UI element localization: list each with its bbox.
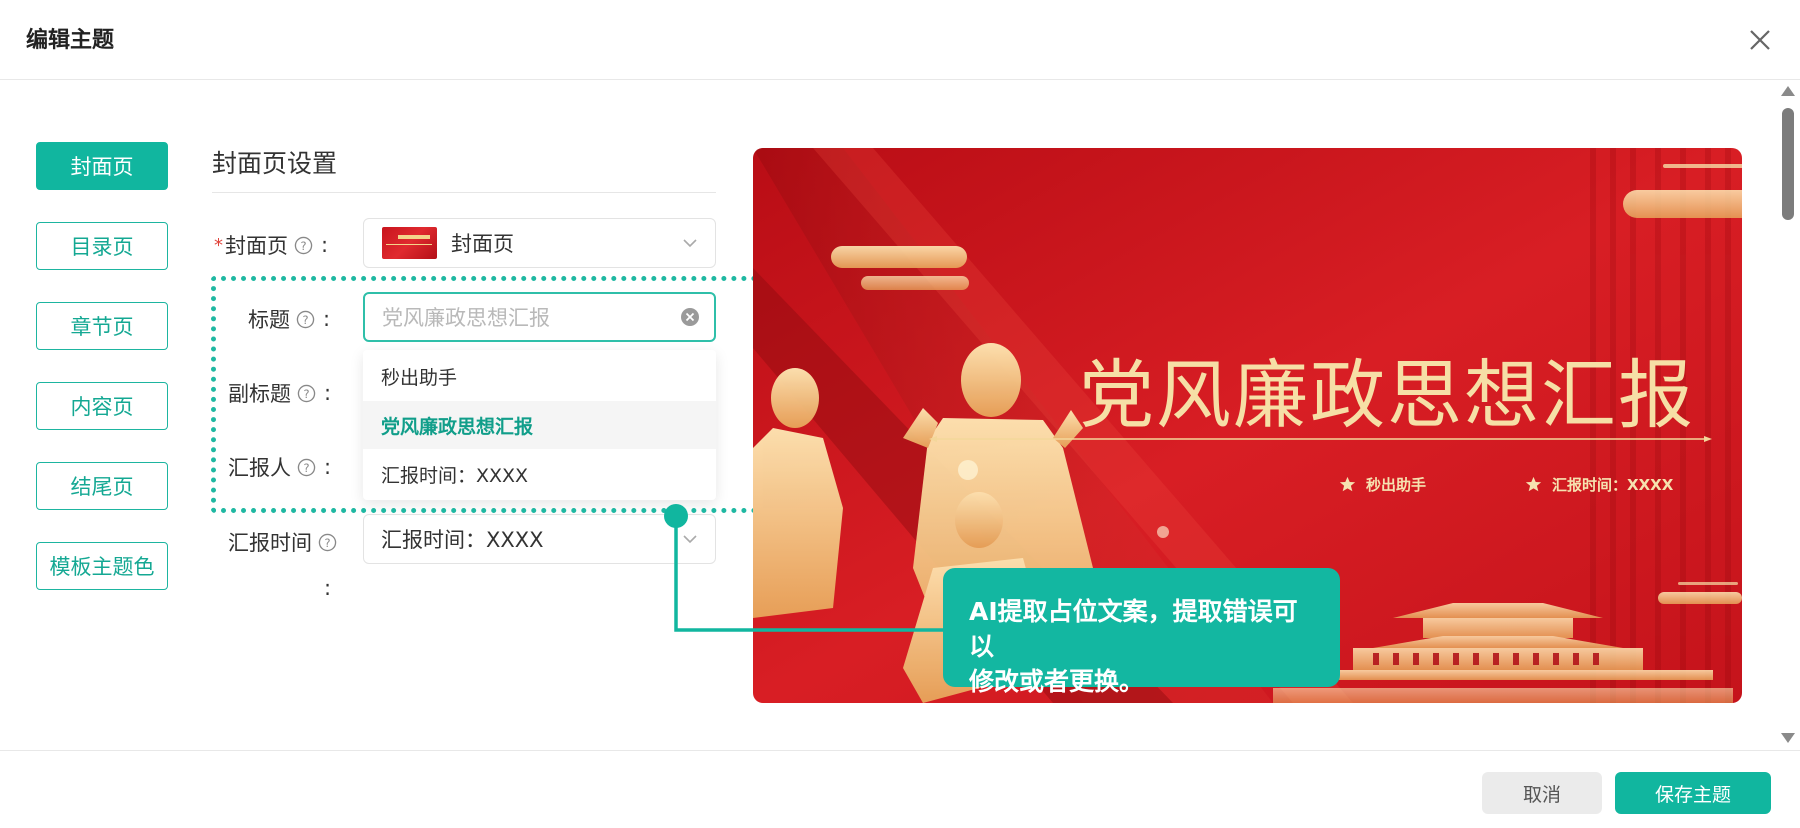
slide-presenter-text: 秒出助手 xyxy=(1366,476,1427,494)
subtitle-field-label: 副标题 ? : xyxy=(228,378,331,408)
title-dropdown: 秒出助手 党风廉政思想汇报 汇报时间：XXXX xyxy=(363,350,716,500)
time-field-label: 汇报时间 ? xyxy=(228,527,343,557)
section-title: 封面页设置 xyxy=(212,149,338,178)
reporter-field-label: 汇报人 ? : xyxy=(228,452,331,482)
svg-text:?: ? xyxy=(303,386,309,400)
svg-text:?: ? xyxy=(302,312,308,326)
save-theme-button[interactable]: 保存主题 xyxy=(1615,772,1771,814)
slide-time: 汇报时间：XXXX xyxy=(1525,474,1673,495)
star-icon xyxy=(1339,476,1356,492)
help-icon[interactable]: ? xyxy=(296,310,315,329)
colon: : xyxy=(324,381,332,405)
svg-text:?: ? xyxy=(300,238,306,252)
callout-text-line2: 修改或者更换。 xyxy=(969,667,1145,696)
svg-text:?: ? xyxy=(303,460,309,474)
time-field-colon: : xyxy=(324,576,331,600)
dropdown-option[interactable]: 秒出助手 xyxy=(381,366,458,389)
nav-toc-page[interactable]: 目录页 xyxy=(36,222,168,270)
cover-field-label: * 封面页 ? : xyxy=(214,230,328,260)
scroll-up-arrow-icon[interactable] xyxy=(1781,86,1795,96)
cover-select-value: 封面页 xyxy=(451,232,514,256)
scroll-down-arrow-icon[interactable] xyxy=(1781,733,1795,743)
nav-chapter-page[interactable]: 章节页 xyxy=(36,302,168,350)
star-icon xyxy=(1525,476,1542,492)
nav-theme-color[interactable]: 模板主题色 xyxy=(36,542,168,590)
clear-icon[interactable] xyxy=(680,307,700,327)
slide-presenter: 秒出助手 xyxy=(1339,474,1426,495)
title-field-label: 标题 ? : xyxy=(248,304,330,334)
nav-content-page[interactable]: 内容页 xyxy=(36,382,168,430)
callout-dot xyxy=(664,504,688,528)
dropdown-option-selected[interactable]: 党风廉政思想汇报 xyxy=(363,401,716,449)
dialog-header: 编辑主题 xyxy=(0,0,1800,80)
dialog-footer: 取消 保存主题 xyxy=(0,750,1800,828)
cover-select[interactable]: 封面页 xyxy=(363,218,716,268)
cover-label-text: 封面页 xyxy=(225,234,288,258)
title-input-placeholder: 党风廉政思想汇报 xyxy=(382,306,550,330)
callout-text-line1: AI提取占位文案，提取错误可以 xyxy=(969,597,1298,661)
reporter-label-text: 汇报人 xyxy=(228,456,291,480)
help-icon[interactable]: ? xyxy=(297,458,316,477)
section-divider xyxy=(212,192,716,193)
colon: : xyxy=(323,307,331,331)
title-label-text: 标题 xyxy=(248,308,290,332)
close-button[interactable] xyxy=(1740,20,1780,60)
highlight-frame xyxy=(211,276,787,513)
cover-thumbnail xyxy=(382,227,437,259)
ai-callout: AI提取占位文案，提取错误可以 修改或者更换。 xyxy=(943,568,1340,696)
time-select[interactable]: 汇报时间：XXXX xyxy=(363,514,716,564)
colon: : xyxy=(324,455,332,479)
required-mark: * xyxy=(214,234,223,256)
slide-time-text: 汇报时间：XXXX xyxy=(1552,476,1674,494)
help-icon[interactable]: ? xyxy=(318,533,337,552)
subtitle-label-text: 副标题 xyxy=(228,382,291,406)
dropdown-option[interactable]: 汇报时间：XXXX xyxy=(381,464,529,487)
chevron-down-icon xyxy=(683,239,697,248)
nav-cover-page[interactable]: 封面页 xyxy=(36,142,168,190)
slide-title: 党风廉政思想汇报 xyxy=(1079,351,1696,439)
nav-ending-page[interactable]: 结尾页 xyxy=(36,462,168,510)
chevron-down-icon xyxy=(683,535,697,544)
cancel-button[interactable]: 取消 xyxy=(1482,772,1602,814)
dialog-title: 编辑主题 xyxy=(26,28,115,53)
svg-text:?: ? xyxy=(324,535,330,549)
colon: : xyxy=(324,576,332,600)
time-select-value: 汇报时间：XXXX xyxy=(381,528,544,552)
time-label-text: 汇报时间 xyxy=(228,531,312,555)
close-icon xyxy=(1750,30,1770,50)
help-icon[interactable]: ? xyxy=(294,236,313,255)
scrollbar-thumb[interactable] xyxy=(1782,108,1794,220)
help-icon[interactable]: ? xyxy=(297,384,316,403)
title-input[interactable]: 党风廉政思想汇报 xyxy=(363,292,716,342)
colon: : xyxy=(321,233,329,257)
